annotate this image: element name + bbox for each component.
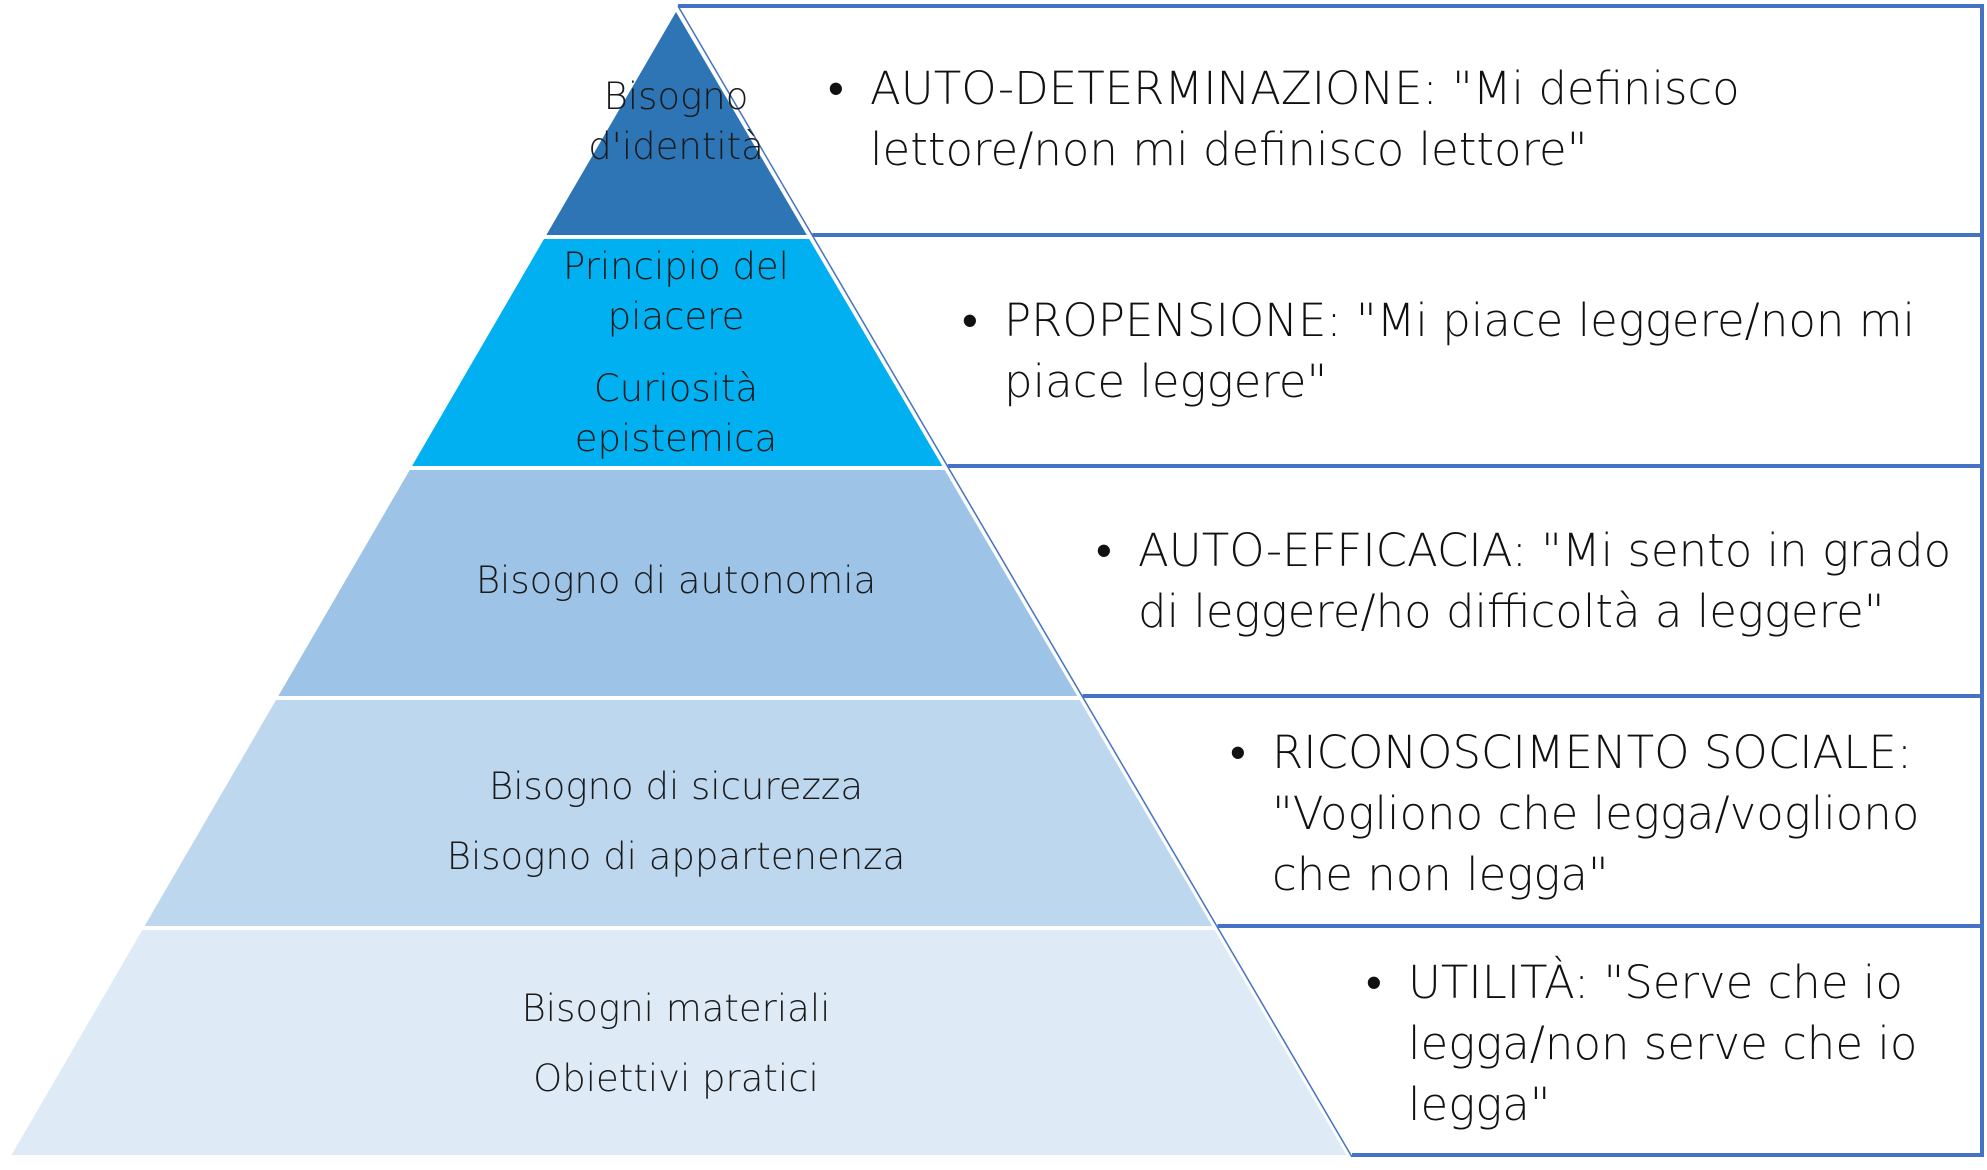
level-2-bullet: • [962, 294, 978, 347]
level-2-label-line-2: piacere [607, 295, 745, 338]
level-2-label-line-3: Curiosità [593, 367, 759, 410]
level-4-description: • RICONOSCIMENTO SOCIALE: "Vogliono che … [1230, 722, 1952, 905]
pyramid-level-5 [6, 926, 1352, 1159]
level-5-label-line-2: Obiettivi pratici [533, 1057, 819, 1100]
level-5-bullet: • [1366, 956, 1382, 1009]
level-2-description-text: PROPENSIONE: "Mi piace leggere/non mi pi… [1004, 294, 1916, 408]
pyramid-levels [6, 5, 1353, 1159]
level-1-description-text: AUTO-DETERMINAZIONE: "Mi definisco letto… [870, 62, 1740, 176]
level-5-description: • UTILITÀ: "Serve che io legga/non serve… [1366, 952, 1968, 1135]
level-2-label-spacer [520, 342, 832, 364]
level-5-label-line-1: Bisogni materiali [521, 987, 831, 1030]
level-1-description: • AUTO-DETERMINAZIONE: "Mi definisco let… [828, 58, 1920, 180]
level-2-description: • PROPENSIONE: "Mi piace leggere/non mi … [962, 290, 1934, 412]
description-boxes [678, 4, 1984, 1157]
level-4-label-line-1: Bisogno di sicurezza [488, 765, 864, 808]
level-5-label: Bisogni materiali Obiettivi pratici [376, 974, 976, 1114]
level-2-label-line-4: epistemica [574, 417, 778, 460]
level-4-bullet: • [1230, 726, 1246, 779]
level-1-label-line-1: Bisogno [603, 75, 749, 118]
level-3-bullet: • [1096, 524, 1112, 577]
level-3-description: • AUTO-EFFICACIA: "Mi sento in grado di … [1096, 520, 1968, 642]
level-4-label: Bisogno di sicurezza Bisogno di apparten… [376, 752, 976, 892]
level-4-label-line-2: Bisogno di appartenenza [446, 835, 906, 878]
level-3-label: Bisogno di autonomia [426, 556, 926, 606]
level-1-bullet: • [828, 62, 844, 115]
pyramid-right-edge [677, 5, 1353, 1158]
description-box-5 [1217, 924, 1984, 1157]
level-4-description-text: RICONOSCIMENTO SOCIALE: "Vogliono che le… [1272, 726, 1920, 901]
level-2-label-line-1: Principio del [563, 245, 789, 288]
level-5-description-text: UTILITÀ: "Serve che io legga/non serve c… [1408, 956, 1918, 1131]
level-1-label-line-2: d'identità [588, 125, 764, 168]
level-1-label: Bisogno d'identità [540, 72, 812, 172]
level-3-description-text: AUTO-EFFICACIA: "Mi sento in grado di le… [1138, 524, 1952, 638]
level-2-label: Principio del piacere Curiosità epistemi… [520, 242, 832, 464]
level-3-label-line-1: Bisogno di autonomia [475, 559, 877, 602]
